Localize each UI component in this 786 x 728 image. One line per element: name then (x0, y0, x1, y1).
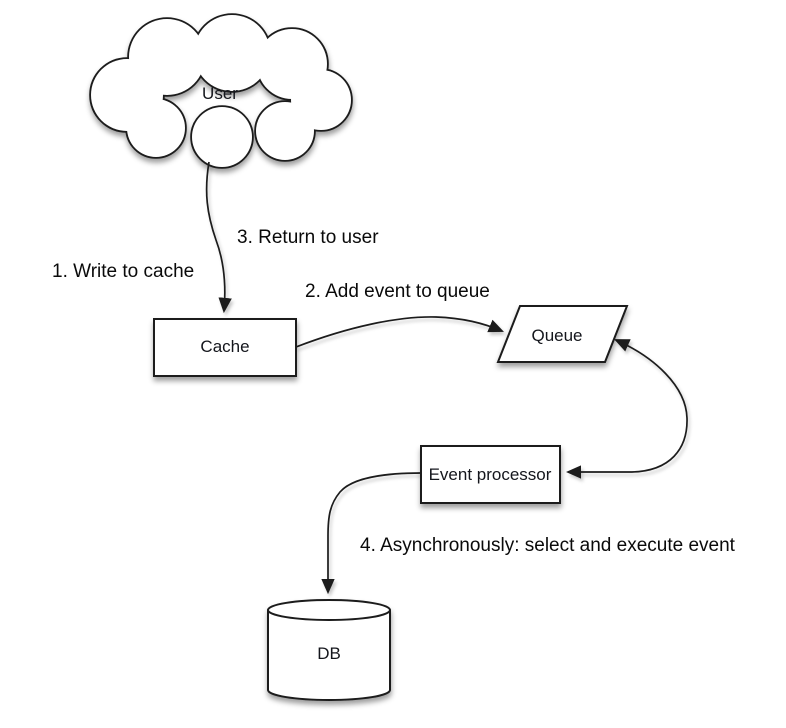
db-cylinder (267, 599, 391, 701)
db-cylinder-top (267, 599, 391, 621)
annotation-step4: 4. Asynchronously: select and execute ev… (360, 535, 736, 556)
annotation-step2: 2. Add event to queue (305, 281, 490, 302)
arrow-event-processor-to-db (321, 472, 422, 595)
cache-label: Cache (200, 337, 249, 356)
annotation-step3: 3. Return to user (237, 227, 379, 248)
cache-box (153, 318, 297, 377)
connectors (205, 161, 688, 595)
annotation-step1: 1. Write to cache (52, 261, 194, 282)
user-label: User (202, 84, 238, 103)
arrow-cache-to-queue (295, 316, 504, 348)
arrow-user-to-cache (205, 161, 232, 314)
event-processor-label: Event processor (429, 465, 552, 484)
db-cylinder-body (267, 610, 391, 701)
queue-parallelogram (496, 305, 629, 363)
arrow-queue-event-processor-loop (565, 339, 688, 479)
db-label: DB (317, 644, 341, 663)
event-processor-box (420, 445, 561, 504)
user-cloud-fill (91, 15, 351, 167)
queue-label: Queue (531, 326, 582, 345)
